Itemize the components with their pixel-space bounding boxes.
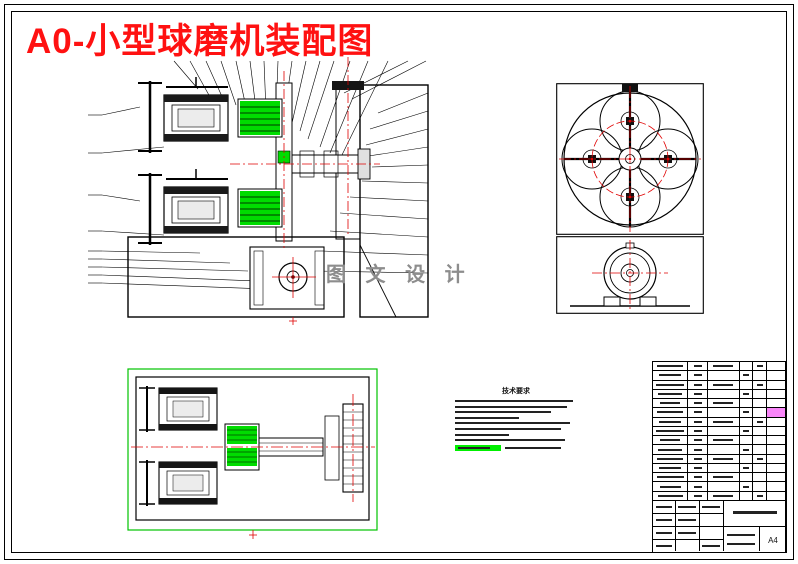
plan-outline — [135, 376, 370, 521]
note-line — [455, 439, 565, 442]
title-block-line — [653, 513, 723, 514]
plan-jar-b — [139, 460, 218, 506]
sheet-size: A4 — [768, 536, 778, 545]
note-line — [455, 411, 551, 414]
title-block: A4 — [653, 501, 787, 551]
title-block-text — [678, 519, 696, 521]
note-line — [505, 446, 561, 449]
bom-row — [653, 380, 785, 390]
center-marks — [590, 119, 670, 199]
bom-row — [653, 426, 785, 437]
title-block-text — [656, 532, 672, 534]
title-block-text — [678, 532, 696, 534]
bom-row-highlighted — [653, 408, 785, 418]
plan-jar-a — [139, 386, 218, 432]
title-block-line — [653, 526, 723, 527]
note-highlight — [455, 444, 501, 451]
bom-row — [653, 371, 785, 381]
note-line — [455, 405, 567, 408]
bom-row — [653, 399, 785, 409]
title-block-text — [656, 519, 672, 521]
bom-row — [653, 436, 785, 446]
title-block-text — [702, 506, 720, 508]
note-line — [455, 427, 561, 430]
centerlines — [230, 57, 380, 325]
gear-train-lower — [237, 188, 283, 228]
motor-end-view — [556, 236, 704, 314]
bom-rows — [653, 362, 785, 501]
planetary-disc-view — [556, 83, 704, 235]
title-block-text — [656, 506, 672, 508]
title-block-text — [656, 545, 672, 547]
title-block-text — [678, 506, 696, 508]
notes-heading: 技术要求 — [502, 388, 530, 395]
title-block-line — [653, 539, 723, 540]
bom-row — [653, 491, 785, 500]
main-assembly-view — [88, 57, 429, 325]
note-line — [455, 433, 509, 436]
drawing-name-text — [733, 511, 777, 514]
bom-row — [653, 362, 785, 372]
mill-jar-lower — [138, 169, 229, 245]
plan-view — [127, 368, 378, 539]
motor-centerlines — [592, 240, 668, 310]
title-block-text — [727, 543, 755, 545]
bom-row — [653, 445, 785, 455]
notes-block: 技术要求 — [455, 386, 577, 453]
plan-centerlines — [131, 394, 375, 539]
title-block-text — [727, 534, 755, 536]
bom-row — [653, 473, 785, 483]
title-block-line — [723, 526, 787, 527]
title-block-line — [759, 526, 760, 551]
plan-shaft-pulley — [258, 403, 364, 493]
title-block-text — [702, 545, 720, 547]
bom-row — [653, 389, 785, 400]
highlighted-note-row — [455, 444, 577, 451]
note-line — [455, 400, 573, 402]
parts-table: A4 — [652, 361, 787, 553]
selection-frame-green — [127, 368, 378, 531]
mill-jar-upper — [138, 77, 229, 153]
note-line — [455, 416, 519, 419]
bom-row — [653, 482, 785, 492]
bom-row — [653, 417, 785, 427]
plan-gear-column — [224, 423, 260, 471]
watermark-text: 图 文 设 计 — [326, 264, 472, 286]
magenta-cell — [767, 408, 785, 417]
bom-row — [653, 463, 785, 474]
page-title: A0-小型球磨机装配图 — [26, 22, 374, 61]
note-line — [455, 422, 570, 425]
bom-row — [653, 454, 785, 464]
gear-train-upper — [237, 98, 283, 138]
